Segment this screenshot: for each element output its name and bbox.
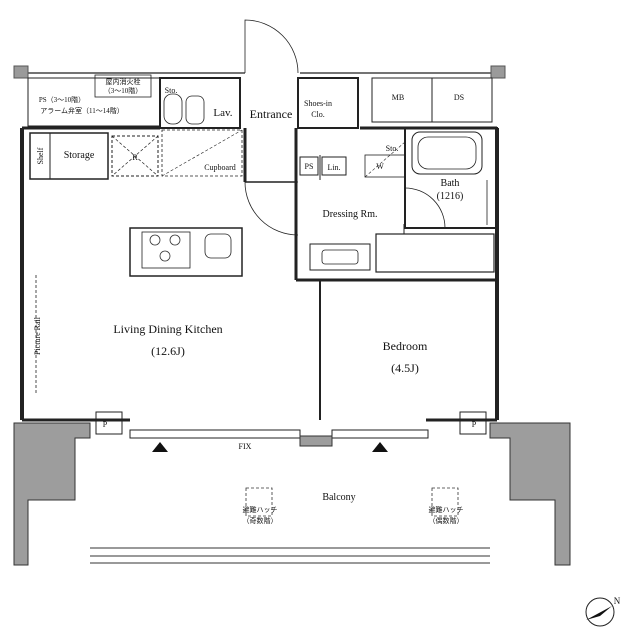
ldk-size-label: (12.6J)	[151, 344, 185, 358]
picture-rail-label: Picture Rail	[33, 316, 42, 355]
balcony-label: Balcony	[322, 492, 355, 503]
alarm-valve-label: アラーム弁室（11〜14階）	[40, 106, 124, 115]
ds-label: DS	[454, 93, 464, 102]
mb-label: MB	[392, 93, 404, 102]
balcony-structure	[13, 422, 571, 566]
hydrant-label-1: 屋内消火栓	[106, 77, 141, 86]
bath-label: Bath	[441, 178, 460, 189]
hatch-right-label-1: 避難ハッチ	[429, 505, 464, 514]
bath-size-label: (1216)	[437, 191, 464, 202]
washer-label: W	[376, 162, 384, 171]
ps-label: PS（3〜10階）	[39, 95, 85, 104]
ps-small-label: PS	[305, 162, 314, 171]
storage-label: Storage	[64, 150, 95, 161]
dressing-room-label: Dressing Rm.	[323, 209, 378, 220]
cupboard-label: Cupboard	[204, 163, 236, 172]
dressing-storage-label: Sto.	[386, 144, 399, 153]
living-dining-kitchen-label: Living Dining Kitchen	[113, 322, 222, 336]
storage-small-label: Sto.	[165, 86, 178, 95]
hydrant-label-2: （3〜10階）	[104, 86, 143, 95]
bedroom-label: Bedroom	[383, 339, 428, 353]
walls	[13, 19, 506, 439]
hatch-left-label-2: （奇数階）	[243, 516, 278, 525]
north-label: N	[614, 596, 621, 606]
shoes-closet-label-2: Clo.	[311, 110, 325, 119]
fix-window-label: FIX	[239, 442, 252, 451]
pipe-space-left-label: P	[103, 420, 108, 429]
pipe-space-right-label: P	[472, 420, 477, 429]
hatch-right-label-2: （偶数階）	[429, 516, 464, 525]
north-arrow-icon	[585, 597, 615, 627]
room-labels: 屋内消火栓 （3〜10階） PS（3〜10階） アラーム弁室（11〜14階） S…	[33, 77, 621, 606]
shelf-label: Shelf	[36, 147, 45, 164]
hatch-left-label-1: 避難ハッチ	[243, 505, 278, 514]
stove-icon	[149, 234, 181, 262]
entrance-label: Entrance	[250, 107, 293, 121]
linen-label: Lin.	[327, 163, 340, 172]
refrigerator-label: R	[132, 153, 138, 162]
bedroom-size-label: (4.5J)	[391, 361, 419, 375]
lavatory-label: Lav.	[213, 107, 232, 119]
shoes-closet-label-1: Shoes-in	[304, 99, 332, 108]
